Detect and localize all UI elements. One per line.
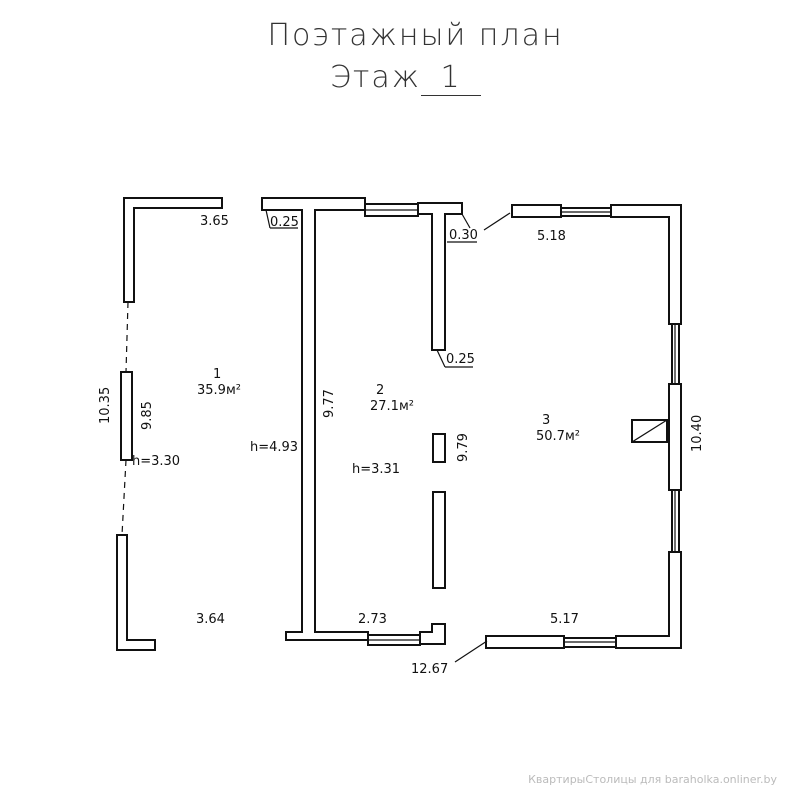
- room1-dashed-opening: [121, 459, 127, 536]
- room3-wall-bottom-left: [485, 635, 565, 649]
- dim-0-25-top: 0.25: [270, 215, 299, 230]
- room1-wall-middle: [120, 371, 133, 461]
- leader-line: [483, 212, 511, 231]
- height-3-30: h=3.30: [132, 454, 181, 469]
- dim-3-64: 3.64: [196, 612, 225, 627]
- dim-10-40: 10.40: [690, 414, 705, 452]
- room2-upper-partition: [417, 202, 463, 351]
- leader-line: [454, 640, 488, 663]
- room3-wall-bottom-right: [615, 551, 682, 649]
- room3-wall-top-left: [511, 204, 562, 218]
- main-partition-wall: [261, 197, 369, 641]
- dim-9-85: 9.85: [140, 401, 155, 430]
- room3-wall-top-right: [610, 204, 682, 325]
- room3-wall-right-middle: [668, 383, 682, 491]
- column-lower: [432, 491, 446, 589]
- leader-line: [265, 209, 271, 229]
- plan-title: Поэтажный план: [267, 18, 564, 53]
- leader-line: [436, 349, 446, 368]
- watermark: КвартирыСтолицы для baraholka.onliner.by: [528, 773, 777, 786]
- room1-wall-top: [123, 197, 223, 303]
- stove-diagonal: [631, 419, 668, 443]
- leader-line: [461, 213, 471, 229]
- room1-number: 1: [213, 367, 222, 382]
- dim-10-35: 10.35: [98, 386, 113, 424]
- dim-0-30: 0.30: [449, 228, 478, 243]
- room2-bottom-block: [419, 623, 446, 645]
- height-3-31: h=3.31: [352, 462, 401, 477]
- dim-0-25-mid: 0.25: [446, 352, 475, 367]
- room3-number: 3: [542, 413, 551, 428]
- floor-label: Этаж: [329, 60, 422, 95]
- dim-12-67: 12.67: [411, 662, 449, 677]
- dim-5-18: 5.18: [537, 229, 566, 244]
- dim-9-77: 9.77: [322, 389, 337, 418]
- column-upper: [432, 433, 446, 463]
- room1-area: 35.9м²: [197, 383, 241, 398]
- room2-area: 27.1м²: [370, 399, 414, 414]
- dim-5-17: 5.17: [550, 612, 579, 627]
- room3-area: 50.7м²: [536, 429, 580, 444]
- floor-number: 1: [421, 60, 482, 96]
- room1-wall-bottom: [116, 534, 156, 651]
- dim-9-79: 9.79: [456, 433, 471, 462]
- room1-dashed-opening: [125, 301, 129, 373]
- dim-2-73: 2.73: [358, 612, 387, 627]
- dim-3-65: 3.65: [200, 214, 229, 229]
- room2-number: 2: [376, 383, 385, 398]
- height-4-93: h=4.93: [250, 440, 299, 455]
